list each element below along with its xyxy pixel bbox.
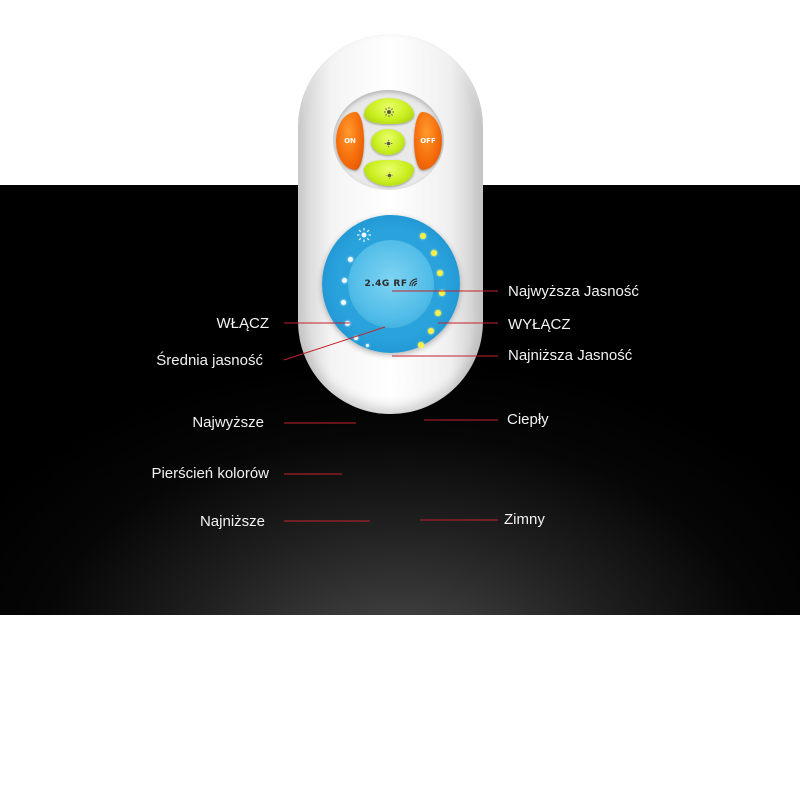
cool-sun-icon — [357, 227, 371, 246]
ring-center-badge: 2.4G RF — [348, 240, 434, 328]
warm-level-dot — [420, 233, 426, 239]
cool-level-dot — [354, 336, 358, 340]
brightness-down-button[interactable] — [364, 160, 414, 186]
cool-level-dot — [341, 300, 346, 305]
rf-badge-label: 2.4G RF — [364, 279, 408, 289]
brightness-up-button[interactable] — [364, 98, 414, 124]
label-lowest: Najniższe — [199, 513, 265, 530]
warm-level-dot — [428, 328, 434, 334]
warm-level-dot — [439, 290, 445, 296]
label-off: WYŁĄCZ — [508, 316, 571, 333]
label-on: WŁĄCZ — [216, 315, 270, 332]
warm-level-dot — [431, 250, 437, 256]
off-button-label: OFF — [420, 137, 436, 145]
label-max-brightness: Najwyższa Jasność — [508, 283, 639, 300]
cool-level-dot — [348, 257, 353, 262]
warm-level-dot — [418, 342, 424, 348]
cool-level-dot — [366, 344, 369, 347]
warm-level-dot — [437, 270, 443, 276]
cool-level-dot — [342, 278, 347, 283]
label-warm: Ciepły — [507, 411, 549, 428]
callout-line-mid-brightness — [283, 326, 386, 361]
wireless-signal-icon — [408, 272, 418, 291]
brightness-mid-button[interactable] — [371, 129, 405, 155]
label-cold: Zimny — [504, 511, 545, 528]
sun-bright-icon — [384, 102, 394, 121]
warm-level-dot — [435, 310, 441, 316]
label-min-brightness: Najniższa Jasność — [508, 347, 633, 364]
label-highest: Najwyższe — [192, 414, 264, 431]
label-color-ring: Pierścień kolorów — [151, 465, 269, 482]
power-on-button[interactable]: ON — [336, 112, 364, 170]
on-button-label: ON — [344, 137, 356, 145]
sun-dim-icon — [386, 164, 393, 183]
label-mid-brightness: Średnia jasność — [156, 352, 263, 369]
sun-medium-icon — [384, 133, 393, 152]
